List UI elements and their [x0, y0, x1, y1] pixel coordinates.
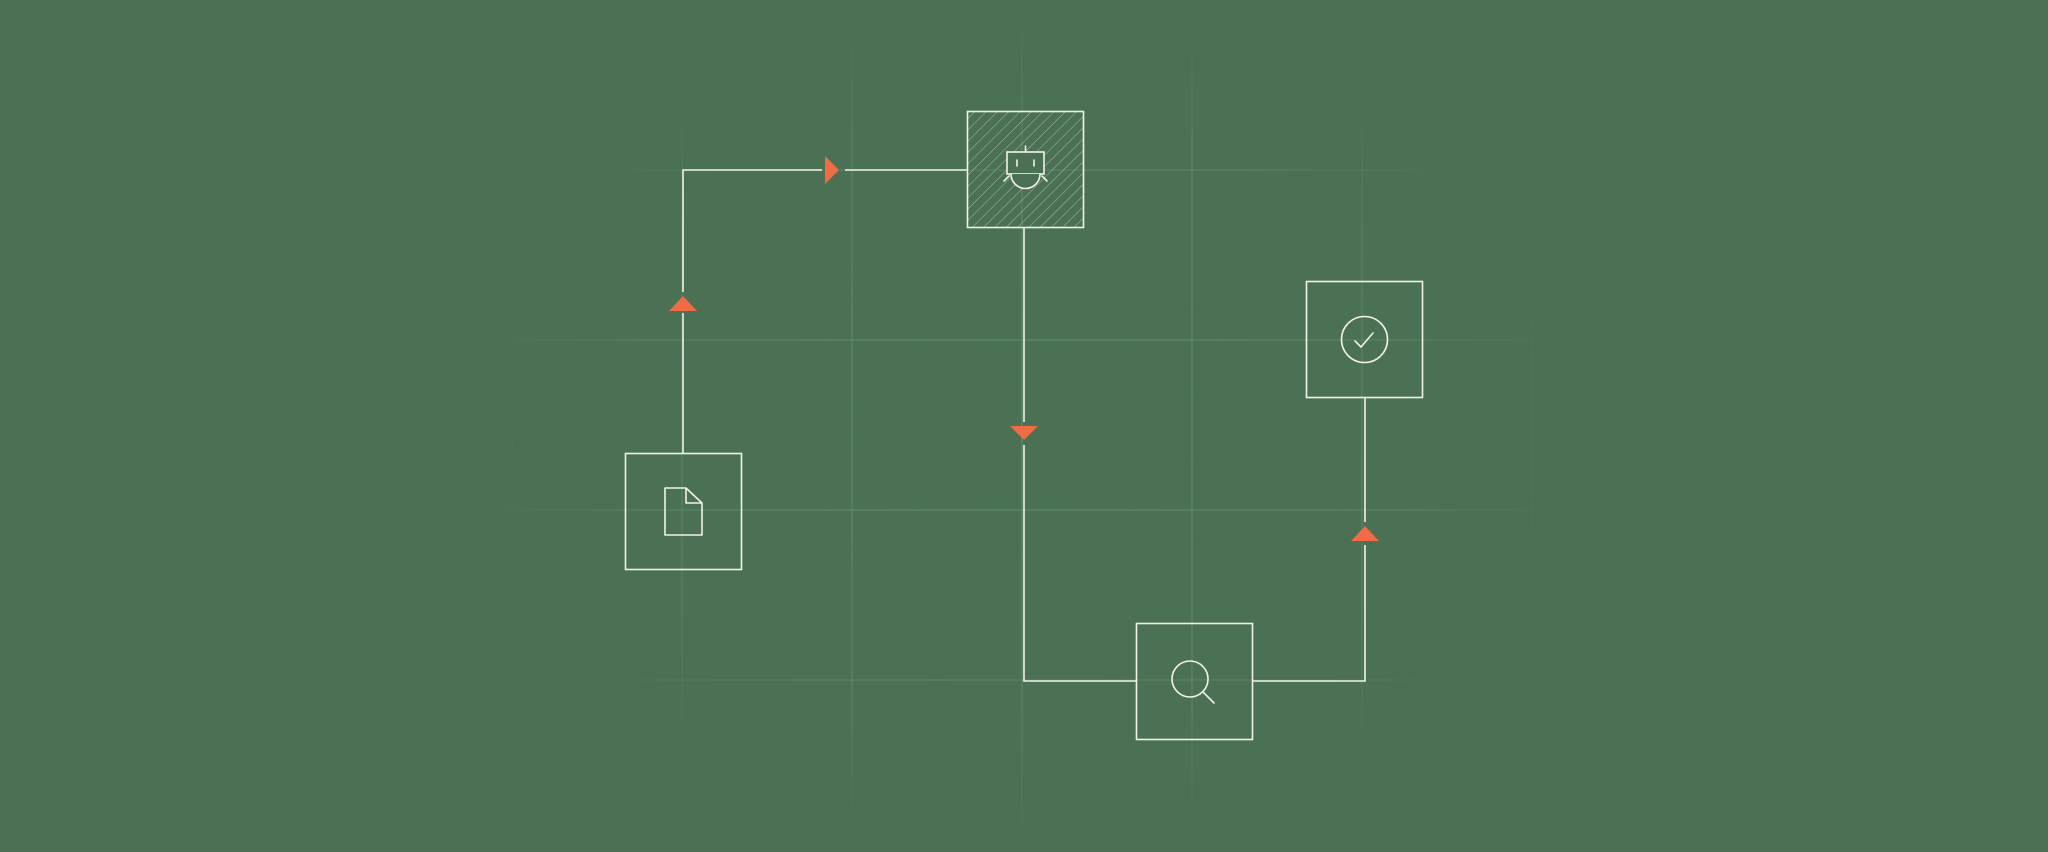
arrow-up-icon — [669, 296, 697, 311]
document-icon — [664, 487, 703, 536]
search-icon — [1171, 660, 1215, 704]
edge-document-to-robot-upper — [682, 169, 822, 292]
node-document[interactable] — [624, 452, 743, 571]
arrow-down-icon — [1010, 426, 1038, 440]
node-search[interactable] — [1135, 622, 1254, 741]
robot-icon — [1003, 145, 1048, 190]
edge-robot-to-search-lower — [1023, 445, 1136, 682]
background-grid — [470, 0, 1580, 852]
node-robot[interactable] — [966, 110, 1085, 229]
edge-search-to-check-lower — [1253, 545, 1366, 682]
check-circle-icon — [1340, 315, 1389, 364]
node-check[interactable] — [1305, 280, 1424, 399]
arrow-up-icon — [1351, 526, 1379, 541]
arrow-right-icon — [825, 156, 839, 184]
